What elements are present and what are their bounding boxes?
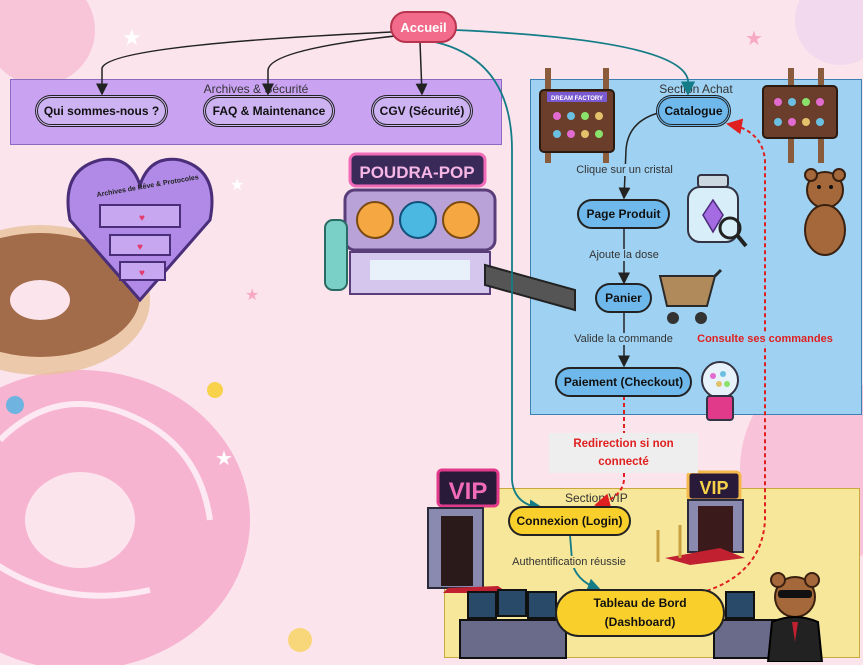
svg-text:♥: ♥ — [139, 268, 145, 279]
teddy-bear-illustration — [804, 168, 846, 256]
edge-catalogue-produit — [618, 111, 663, 200]
machine-sign: POUDRA-POP — [359, 163, 474, 182]
achat-cluster-title: Section Achat — [659, 82, 733, 96]
archives-cluster-title: Archives & Sécurité — [203, 82, 309, 96]
edge-accueil-catalogue — [454, 29, 696, 96]
label-clique-cristal: Clique sur un cristal — [567, 164, 682, 176]
svg-text:★: ★ — [245, 287, 259, 304]
vip-door-right-illustration: VIP — [656, 470, 745, 565]
svg-text:♥: ♥ — [139, 213, 145, 224]
shopping-cart-illustration — [658, 268, 723, 324]
label-redirection: Redirection si non connecté — [549, 433, 698, 473]
node-dashboard[interactable]: Tableau de Bord (Dashboard) — [555, 589, 725, 637]
label-authentification: Authentification réussie — [505, 556, 633, 568]
dream-factory-sign: DREAM FACTORY — [551, 96, 603, 102]
node-cgv[interactable]: CGV (Sécurité) — [371, 95, 473, 127]
node-panier[interactable]: Panier — [595, 283, 652, 313]
edge-paiement-login — [594, 396, 625, 510]
node-faq-maintenance[interactable]: FAQ & Maintenance — [203, 95, 335, 127]
heart-cabinet-illustration: ♥ ♥ ♥ Archives de Rêve & Protocoles — [66, 157, 214, 303]
bodyguard-bear-illustration — [766, 572, 824, 662]
gumball-machine-illustration — [701, 361, 739, 421]
crystal-jar-illustration — [687, 174, 748, 248]
svg-text:★: ★ — [230, 177, 244, 194]
vip-door-left-illustration: VIP — [427, 468, 508, 593]
node-paiement[interactable]: Paiement (Checkout) — [555, 367, 692, 397]
edge-accueil-login — [434, 41, 544, 514]
node-accueil[interactable]: Accueil — [390, 11, 457, 43]
label-consulte-commandes: Consulte ses commandes — [688, 333, 842, 345]
node-qui-sommes-nous[interactable]: Qui sommes-nous ? — [35, 95, 168, 127]
node-page-produit[interactable]: Page Produit — [577, 199, 670, 229]
svg-text:★: ★ — [215, 448, 233, 470]
node-connexion[interactable]: Connexion (Login) — [508, 506, 631, 536]
label-ajoute-dose: Ajoute la dose — [582, 249, 666, 261]
svg-text:★: ★ — [745, 28, 763, 50]
control-desk-left-illustration — [459, 589, 567, 659]
potion-shelf-illustration — [762, 68, 838, 163]
edge-accueil-about — [96, 31, 393, 96]
vip-sign-right: VIP — [699, 478, 728, 498]
node-catalogue[interactable]: Catalogue — [656, 95, 731, 127]
svg-text:★: ★ — [122, 25, 142, 50]
edge-accueil-cgv — [415, 41, 428, 96]
edge-dashboard-catalogue — [699, 118, 766, 594]
poudra-pop-machine-illustration: POUDRA-POP — [324, 152, 576, 312]
label-valide-commande: Valide la commande — [565, 333, 682, 345]
dream-factory-shelf-illustration: DREAM FACTORY — [539, 68, 615, 163]
svg-text:♥: ♥ — [137, 242, 143, 253]
vip-sign-left: VIP — [449, 478, 488, 505]
edge-accueil-faq — [262, 35, 396, 96]
